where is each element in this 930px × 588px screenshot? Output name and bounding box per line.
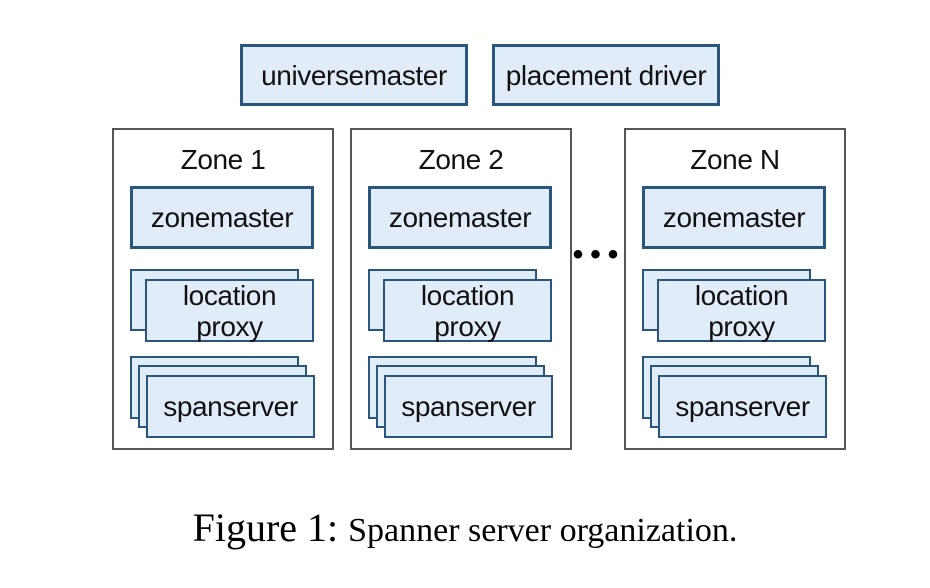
zone-n-spanserver-stack: spanserver [642, 356, 842, 439]
zone-n-container: Zone N zonemaster location proxy spanser… [624, 128, 846, 450]
zone-1-title: Zone 1 [180, 144, 266, 175]
location-proxy-label: location proxy [182, 279, 277, 342]
zone-n-location-proxy-stack: location proxy [642, 269, 842, 343]
zonemaster-label: zonemaster [150, 202, 294, 233]
zonemaster-label: zonemaster [388, 202, 532, 233]
placement-driver-node: placement driver [492, 44, 720, 106]
zonemaster-label: zonemaster [662, 202, 806, 233]
zone-n-location-proxy-node: location proxy [657, 279, 826, 342]
zone-2-location-proxy-stack: location proxy [368, 269, 568, 343]
spanserver-label: spanserver [675, 391, 810, 422]
location-proxy-label: location proxy [694, 279, 789, 342]
figure-caption: Figure 1:Spanner server organization. [0, 504, 930, 551]
universemaster-label: universemaster [261, 59, 447, 91]
zone-1-spanserver-node: spanserver [146, 375, 315, 438]
spanserver-label: spanserver [163, 391, 298, 422]
universemaster-node: universemaster [240, 44, 468, 106]
zone-1-location-proxy-stack: location proxy [130, 269, 330, 343]
zone-2-title: Zone 2 [418, 144, 504, 175]
zone-2-location-proxy-node: location proxy [383, 279, 552, 342]
zone-n-zonemaster-node: zonemaster [642, 186, 826, 249]
caption-prefix: Figure 1: [192, 505, 339, 550]
zone-1-zonemaster-node: zonemaster [130, 186, 314, 249]
zone-1-spanserver-stack: spanserver [130, 356, 330, 439]
spanserver-label: spanserver [401, 391, 536, 422]
zone-2-spanserver-stack: spanserver [368, 356, 568, 439]
zone-n-title: Zone N [690, 144, 780, 175]
caption-text: Spanner server organization. [348, 512, 738, 549]
zone-1-location-proxy-node: location proxy [145, 279, 314, 342]
zones-ellipsis: ••• [572, 238, 626, 271]
zone-1-container: Zone 1 zonemaster location proxy spanser… [112, 128, 334, 450]
placement-driver-label: placement driver [505, 59, 707, 91]
zone-2-container: Zone 2 zonemaster location proxy spanser… [350, 128, 572, 450]
zone-2-zonemaster-node: zonemaster [368, 186, 552, 249]
location-proxy-label: location proxy [420, 279, 515, 342]
zone-n-spanserver-node: spanserver [658, 375, 827, 438]
zone-2-spanserver-node: spanserver [384, 375, 553, 438]
